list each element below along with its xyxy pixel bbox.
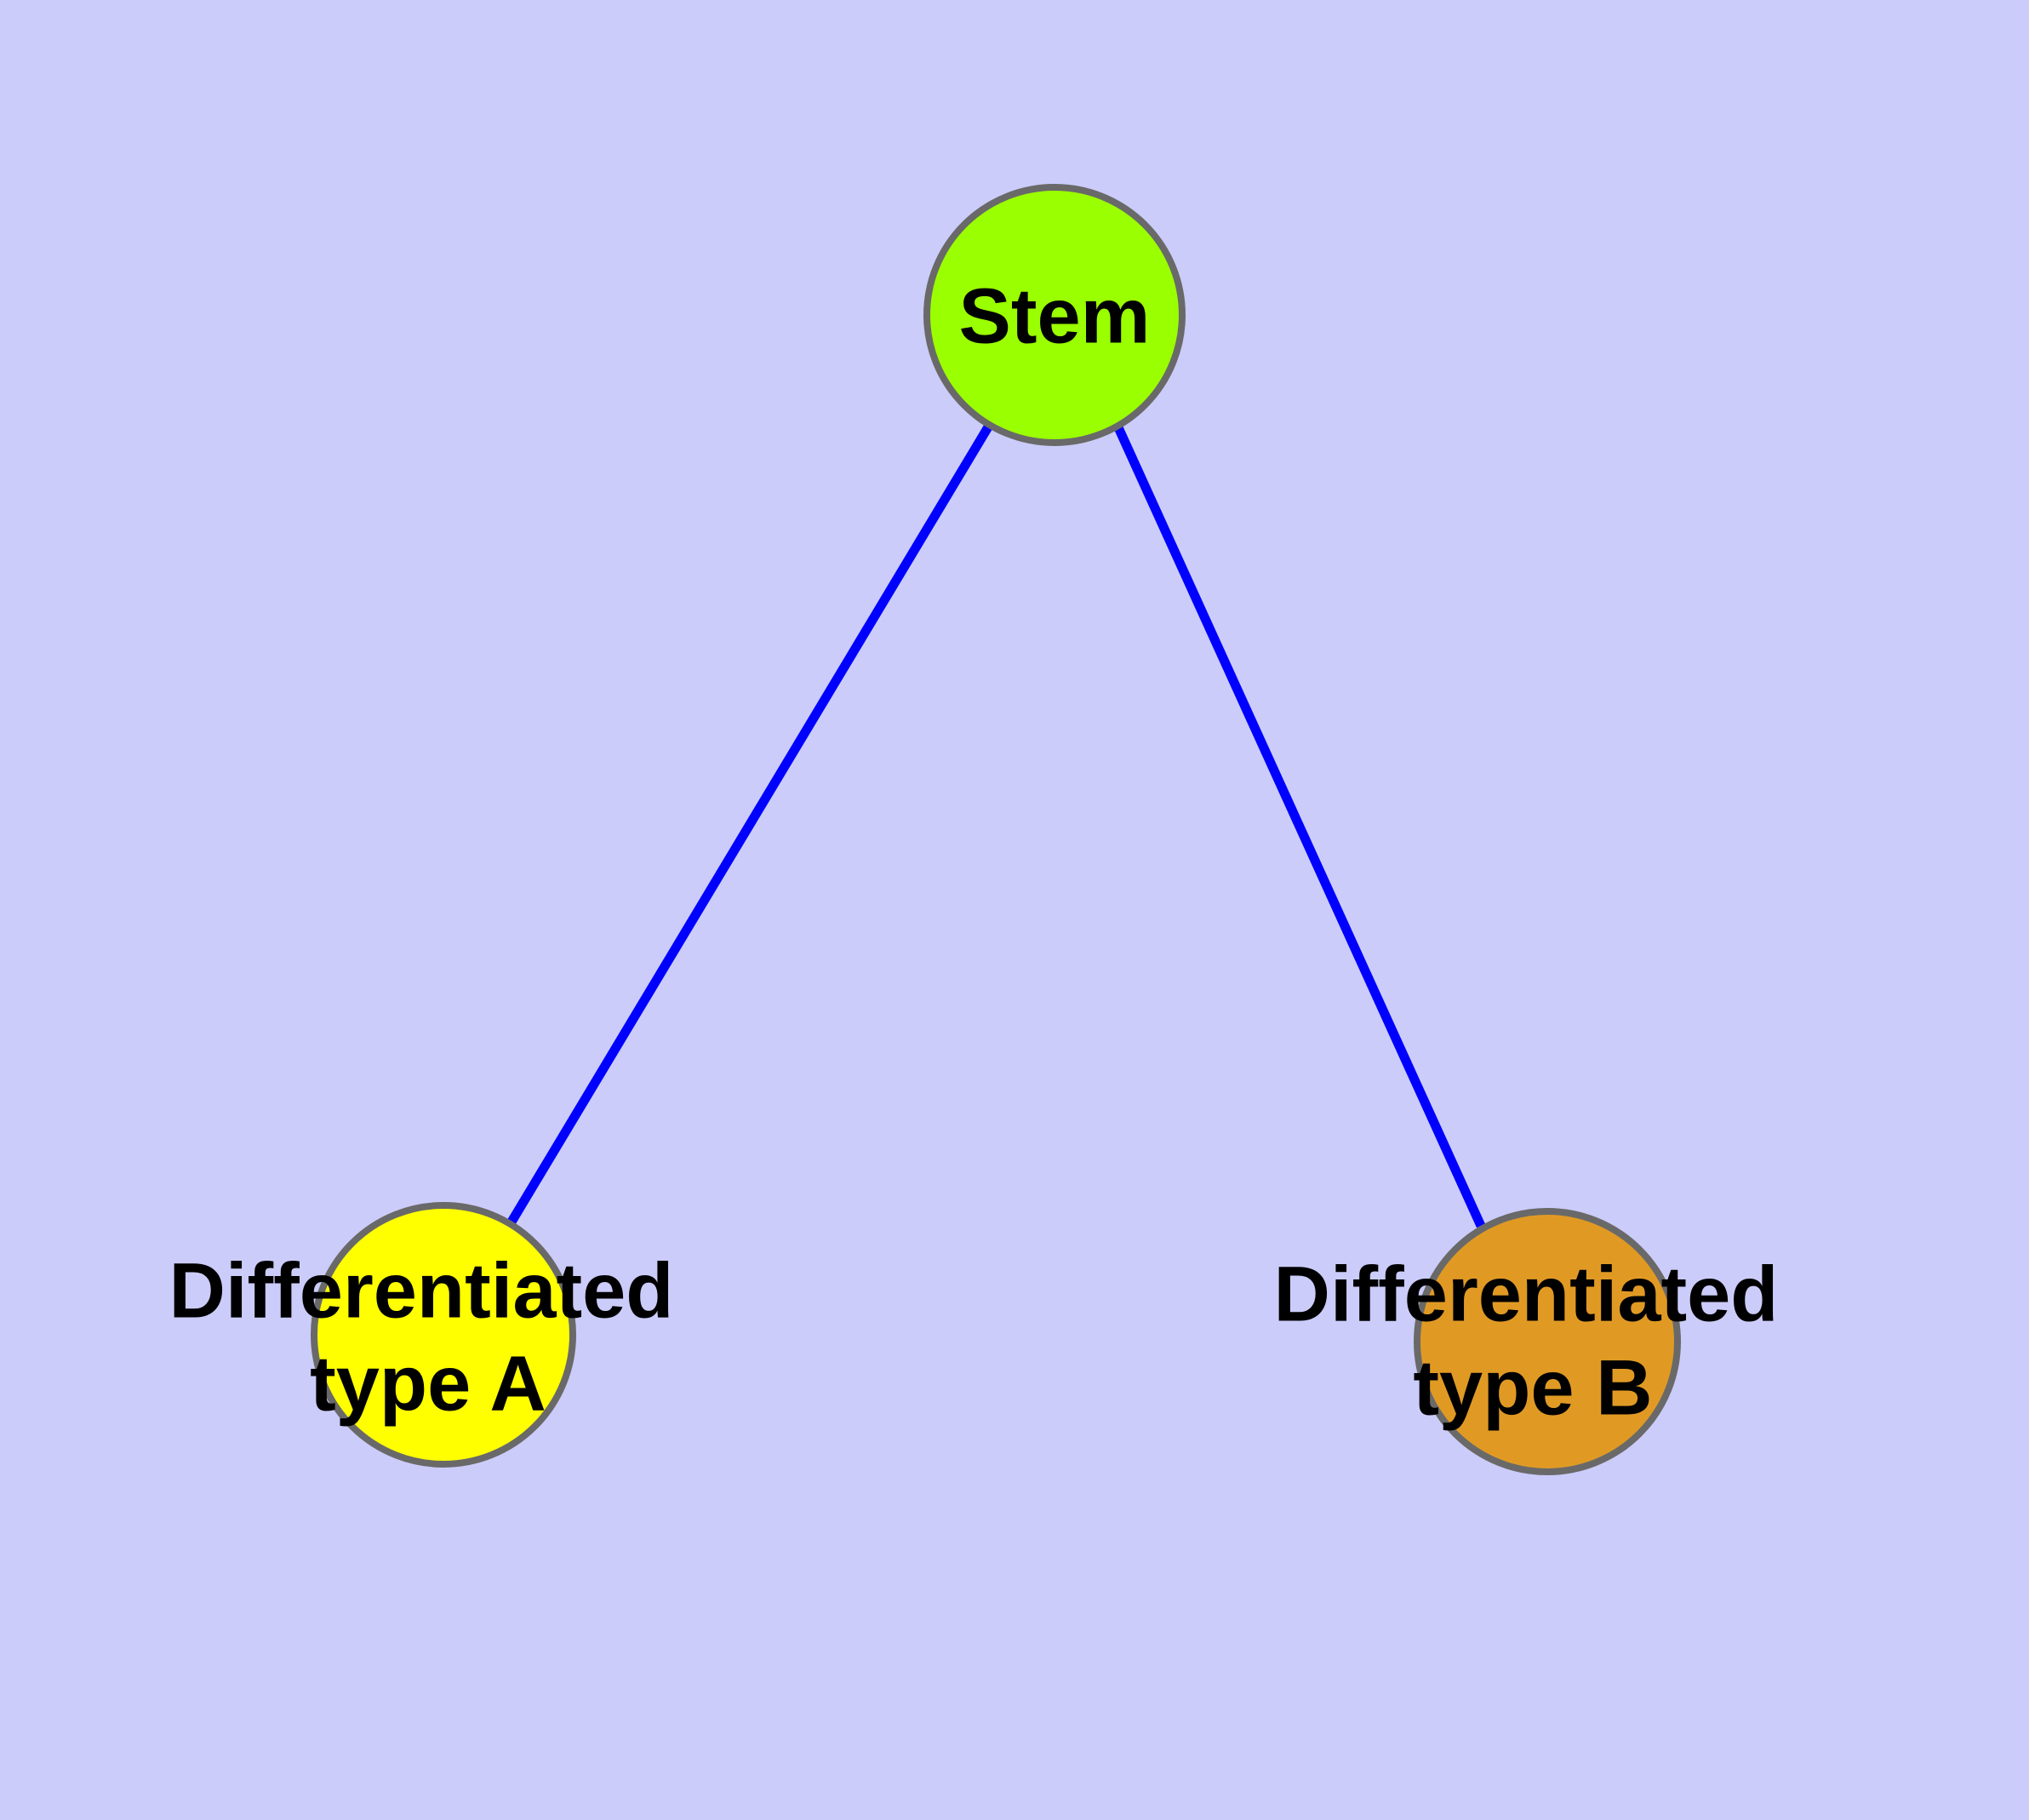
node-differentiated-type-b-label-line1: Differentiated: [1274, 1251, 1779, 1337]
node-differentiated-type-a-circle[interactable]: [311, 1202, 576, 1468]
node-differentiated-type-b[interactable]: [1414, 1208, 1681, 1475]
node-differentiated-type-a-label-line1: Differentiated: [169, 1247, 674, 1334]
nodes-layer: [311, 184, 1681, 1475]
edge-stem-to-differentiated-type-b[interactable]: [1112, 423, 1486, 1228]
node-differentiated-type-b-label-line2: type B: [1413, 1344, 1652, 1431]
node-stem-label: Stem: [959, 272, 1151, 359]
labels-layer: Stem Differentiated type A Differentiate…: [169, 272, 1779, 1431]
node-differentiated-type-b-circle[interactable]: [1414, 1208, 1681, 1475]
edges-layer: [506, 423, 1486, 1228]
node-differentiated-type-a-label-line2: type A: [310, 1340, 546, 1427]
node-stem[interactable]: [923, 184, 1186, 446]
edge-stem-to-differentiated-type-a[interactable]: [506, 423, 993, 1226]
node-stem-circle[interactable]: [923, 184, 1186, 446]
node-differentiated-type-a[interactable]: [311, 1202, 576, 1468]
